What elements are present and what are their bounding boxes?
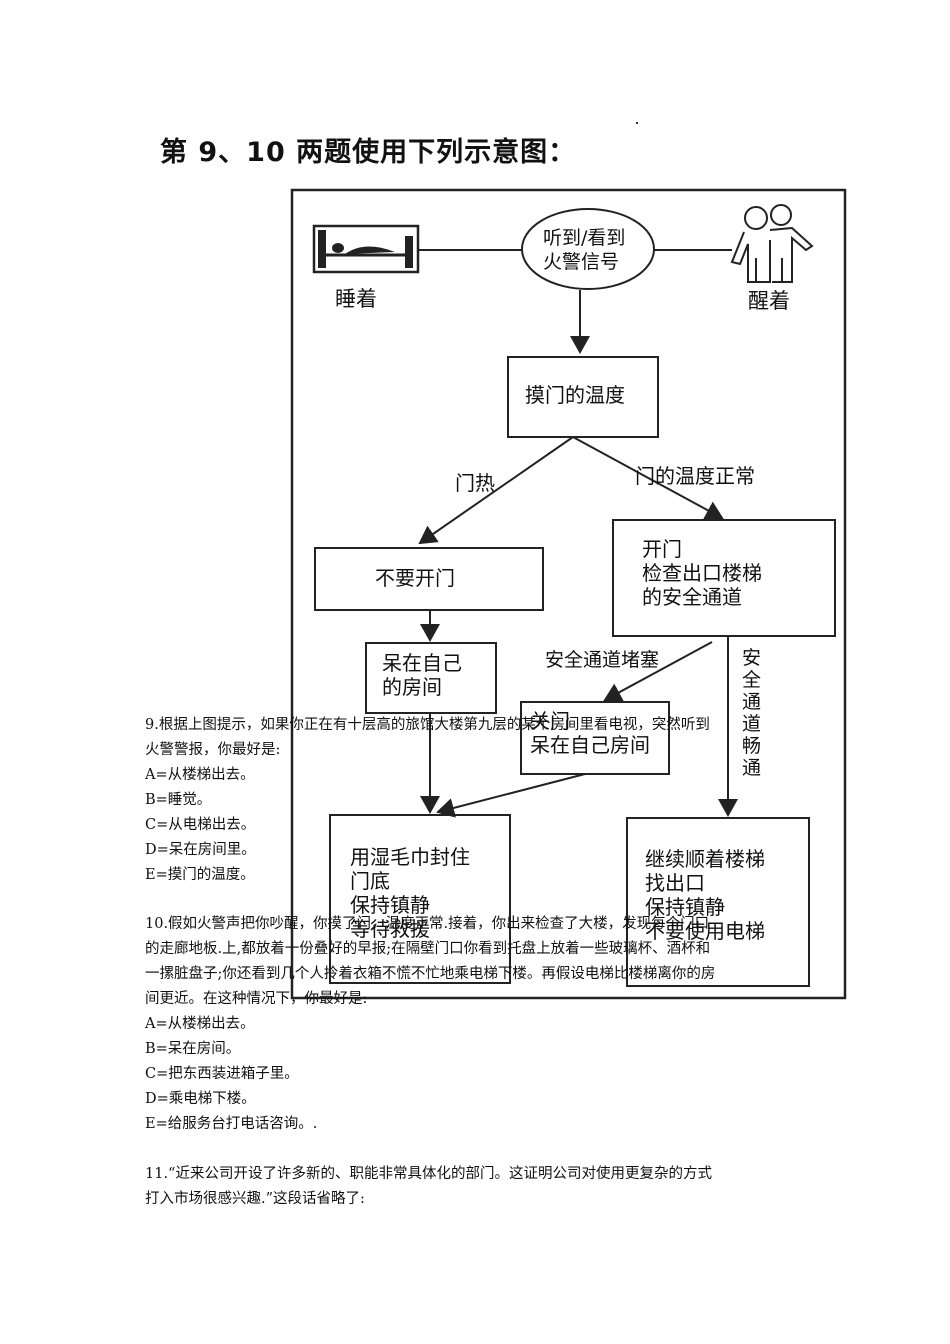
passage-clear-char-6: 通 — [742, 757, 761, 779]
q11-stem-line-2: 打入市场很感兴趣.”这段话省略了: — [145, 1191, 365, 1207]
q11-stem-line-1: 11.“近来公司开设了许多新的、职能非常具体化的部门。这证明公司对使用更复杂的方… — [145, 1166, 712, 1182]
sleeping-label: 睡着 — [335, 287, 377, 311]
q10-stem-line-1: 10.假如火警声把你吵醒，你摸了门，温度正常.接着，你出来检查了大楼，发现每个门… — [145, 916, 710, 932]
people-icon — [730, 204, 814, 283]
q10-stem-line-4: 间更近。在这种情况下，你最好是: — [145, 991, 368, 1007]
awake-label: 醒着 — [748, 289, 790, 313]
open-door-line-3: 的安全通道 — [642, 585, 742, 609]
seal-door-line-1: 用湿毛巾封住 — [350, 845, 470, 869]
svg-text:呆在自己 的房间: 呆在自己 的房间 — [382, 651, 468, 699]
q10-option-b: B=呆在房间。 — [145, 1041, 241, 1057]
svg-text:关门 呆在自己房间: 关门 呆在自己房间 — [530, 709, 650, 757]
arrow-hot — [418, 436, 574, 545]
seal-door-line-2: 门底 — [350, 869, 390, 893]
q10-option-c: C=把东西装进箱子里。 — [145, 1066, 299, 1082]
svg-text:用湿毛巾封住 门底 保持镇静 等待救: 用湿毛巾封住 门底 保持镇静 等待救援 — [350, 845, 476, 941]
q9-option-b: B=睡觉。 — [145, 792, 212, 808]
q9-stem-line-1: 9.根据上图提示，如果你正在有十层高的旅馆大楼第九层的某个房间里看电视，突然听到 — [145, 717, 710, 733]
svg-text:安 全 通 道 畅: 安 全 通 道 畅 通 — [742, 647, 767, 779]
seal-door-line-3: 保持镇静 — [350, 893, 430, 917]
open-door-line-2: 检查出口楼梯 — [642, 561, 762, 585]
page-title: 第 9、10 两题使用下列示意图： — [160, 137, 577, 168]
continue-line-3: 保持镇静 — [645, 895, 725, 919]
question-10: 10.假如火警声把你吵醒，你摸了门，温度正常.接着，你出来检查了大楼，发现每个门… — [145, 912, 810, 1137]
q10-stem-line-3: 一摞脏盘子;你还看到几个人拎着衣箱不慌不忙地乘电梯下楼。再假设电梯比楼梯离你的房 — [145, 966, 716, 982]
signal-line-2: 火警信号 — [543, 251, 619, 273]
close-door-line-2: 呆在自己房间 — [530, 733, 650, 757]
open-door-node — [612, 519, 836, 637]
q9-option-d: D=呆在房间里。 — [145, 842, 256, 858]
svg-text:听到/看到 火警信号: 听到/看到 火警信号 — [543, 227, 631, 273]
q9-option-c: C=从电梯出去。 — [145, 817, 256, 833]
diagram-frame — [290, 188, 847, 1000]
svg-text:继续顺着楼梯 找出口 保持镇静 不要: 继续顺着楼梯 找出口 保持镇静 不要使用电梯 — [645, 847, 771, 943]
q9-option-e: E=摸门的温度。 — [145, 867, 255, 883]
passage-clear-char-5: 畅 — [742, 735, 761, 757]
q10-option-a: A=从楼梯出去。 — [145, 1016, 255, 1032]
passage-clear-char-4: 道 — [742, 713, 761, 735]
door-hot-label: 门热 — [455, 471, 495, 495]
arrow-close-seal — [436, 773, 586, 818]
continue-line-1: 继续顺着楼梯 — [645, 847, 765, 871]
q10-option-d: D=乘电梯下楼。 — [145, 1091, 256, 1107]
svg-text:开门 检查出口楼梯 的安全通道: 开门 检查出口楼梯 的安全通道 — [642, 537, 768, 609]
passage-clear-char-3: 通 — [742, 691, 761, 713]
bed-icon — [312, 224, 420, 274]
q9-option-a: A=从楼梯出去。 — [145, 767, 255, 783]
stay-room-line-1: 呆在自己 — [382, 651, 462, 675]
door-normal-label: 门的温度正常 — [635, 464, 755, 488]
signal-node — [521, 208, 655, 290]
close-door-node — [520, 701, 670, 775]
dont-open-label: 不要开门 — [375, 566, 455, 590]
signal-line-1: 听到/看到 — [543, 227, 625, 249]
question-11: 11.“近来公司开设了许多新的、职能非常具体化的部门。这证明公司对使用更复杂的方… — [145, 1162, 810, 1212]
speck — [636, 122, 638, 124]
seal-door-node — [329, 814, 511, 984]
arrow-normal — [572, 436, 724, 520]
q10-stem-line-2: 的走廊地板.上,都放着一份叠好的早报;在隔壁门口你看到托盘上放着一些玻璃杯、酒杯… — [145, 941, 711, 957]
question-9: 9.根据上图提示，如果你正在有十层高的旅馆大楼第九层的某个房间里看电视，突然听到… — [145, 713, 810, 888]
stay-room-line-2: 的房间 — [382, 675, 442, 699]
q9-stem-line-2: 火警警报，你最好是: — [145, 742, 281, 758]
continue-line-2: 找出口 — [645, 871, 705, 895]
close-door-line-1: 关门 — [530, 709, 570, 733]
continue-line-4: 不要使用电梯 — [645, 919, 765, 943]
arrow-blocked — [603, 641, 713, 702]
continue-stairs-node — [626, 817, 810, 987]
passage-blocked-label: 安全通道堵塞 — [545, 649, 659, 671]
touch-door-label: 摸门的温度 — [525, 383, 625, 407]
passage-clear-char-1: 安 — [742, 647, 761, 669]
seal-door-line-4: 等待救援 — [350, 917, 430, 941]
q10-option-e: E=给服务台打电话咨询。. — [145, 1116, 318, 1132]
passage-clear-char-2: 全 — [742, 669, 761, 691]
open-door-line-1: 开门 — [642, 537, 682, 561]
touch-door-node — [507, 356, 659, 438]
